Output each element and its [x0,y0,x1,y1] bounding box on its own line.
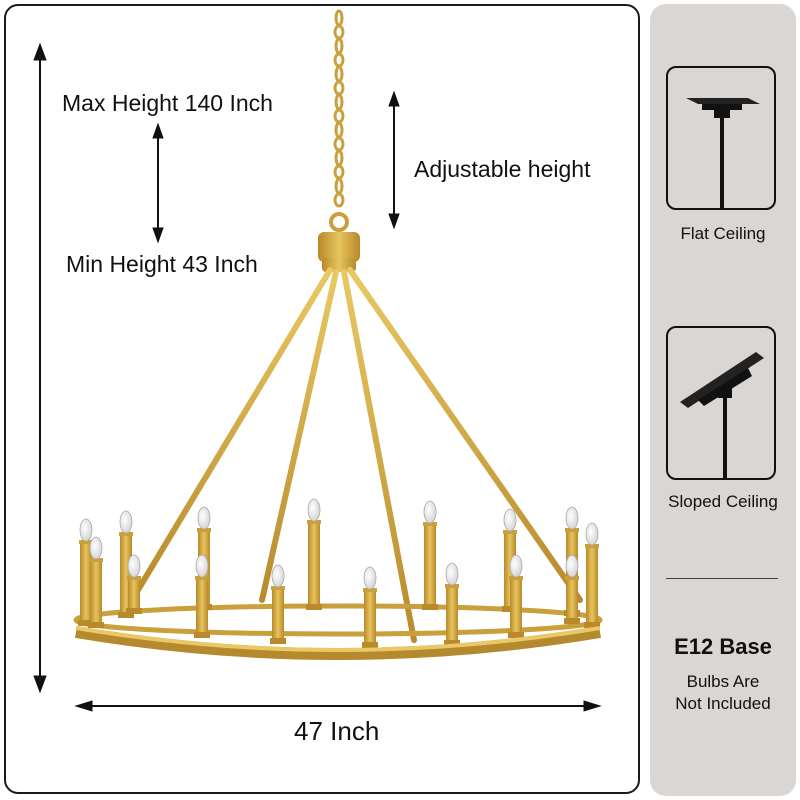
product-image-panel [4,4,640,794]
back-ring [73,603,603,637]
chain [329,9,349,232]
candle [306,498,322,610]
max-height-label: Max Height 140 Inch [62,90,273,116]
candle [564,554,580,624]
width-arrow [74,700,602,712]
bulb-note-line-1: Bulbs Are [686,672,760,691]
divider [666,578,778,579]
candle [422,500,438,610]
sloped-ceiling-card [666,326,776,480]
candle [444,562,460,646]
min-height-label: Min Height 43 Inch [66,251,258,277]
info-sidebar: Flat Ceiling Sloped Ceiling E12 Base Bul… [650,4,796,796]
candle [362,566,378,648]
candle [508,554,524,638]
candles [78,498,600,648]
overall-height-arrow [33,42,47,694]
min-max-arrow [152,122,164,244]
front-ring [75,626,601,660]
candle [270,564,286,644]
sloped-ceiling-icon [680,352,764,480]
width-label: 47 Inch [294,716,380,746]
bulb-base-label: E12 Base [674,634,772,659]
flat-ceiling-label: Flat Ceiling [680,224,766,243]
candle [88,536,104,628]
candle [78,518,94,626]
flat-ceiling-card [666,66,776,210]
adjustable-arrow [388,90,400,230]
flat-ceiling-icon [686,98,760,208]
sloped-ceiling-label: Sloped Ceiling [668,492,778,511]
candle [194,554,210,638]
hub [318,232,360,272]
candle [126,554,142,614]
chandelier-illustration [33,9,603,712]
candle [584,522,600,628]
adjustable-height-label: Adjustable height [414,156,591,182]
bulb-note-line-2: Not Included [675,694,771,713]
support-rods [129,267,583,643]
